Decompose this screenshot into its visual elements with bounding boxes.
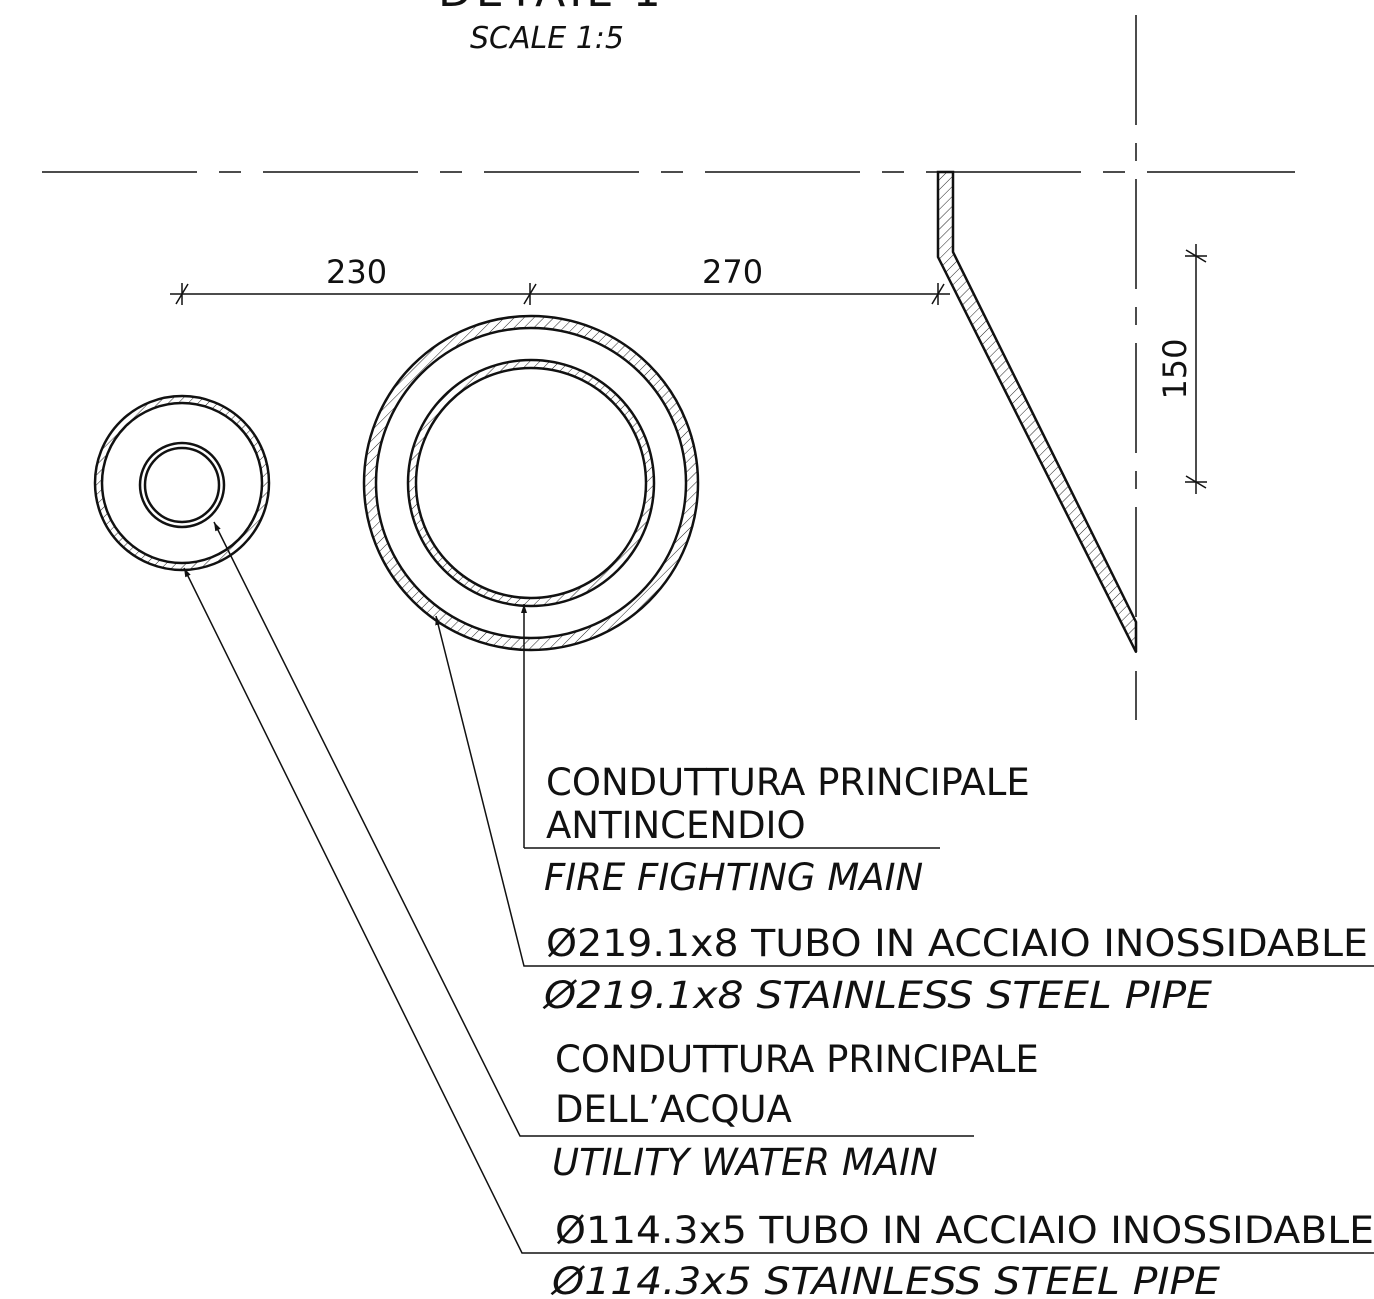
leader-fire-main (521, 604, 940, 849)
fire-main-italian-line1: CONDUTTURA PRINCIPALE (546, 761, 1030, 804)
fire-pipe-english: Ø219.1x8 STAINLESS STEEL PIPE (542, 974, 1213, 1017)
leader-water-pipe (183, 567, 1374, 1254)
dimension-150-label: 150 (1156, 338, 1194, 399)
horizontal-dimension (170, 283, 950, 305)
detail-title: DETAIL 1 (438, 0, 665, 17)
leader-fire-pipe (435, 615, 1374, 967)
fire-pipe-italian: Ø219.1x8 TUBO IN ACCIAIO INOSSIDABLE (546, 922, 1368, 965)
dimension-270-label: 270 (702, 253, 763, 291)
water-main-english: UTILITY WATER MAIN (552, 1141, 938, 1184)
water-pipe-italian: Ø114.3x5 TUBO IN ACCIAIO INOSSIDABLE (555, 1209, 1374, 1252)
dimension-230-label: 230 (326, 253, 387, 291)
water-main-pipe (93, 394, 271, 572)
fire-main-italian-line2: ANTINCENDIO (546, 804, 806, 847)
vertical-dimension (1185, 244, 1207, 494)
water-pipe-english: Ø114.3x5 STAINLESS STEEL PIPE (550, 1260, 1221, 1299)
hull-plate (936, 170, 1138, 653)
water-main-italian-line2: DELL’ACQUA (555, 1088, 792, 1131)
fire-main-english: FIRE FIGHTING MAIN (544, 856, 923, 899)
water-main-italian-line1: CONDUTTURA PRINCIPALE (555, 1038, 1039, 1081)
scale-label: SCALE 1:5 (470, 21, 624, 56)
fire-main-pipe (362, 314, 700, 652)
leader-water-main (213, 521, 974, 1137)
